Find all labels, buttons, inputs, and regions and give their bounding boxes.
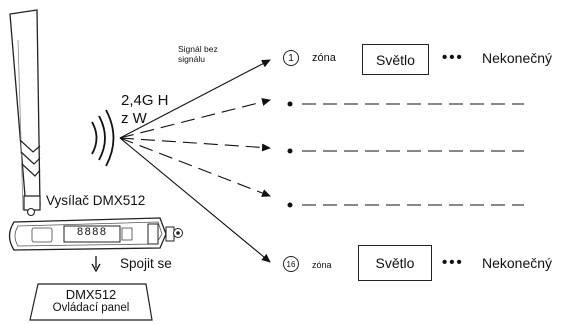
ellipsis-dots: ••• [442, 254, 464, 271]
zone-number-badge: 16 [283, 256, 299, 272]
panel-title: DMX512 [65, 287, 117, 302]
panel-subtitle: Ovládací panel [52, 302, 130, 314]
signal-lines [119, 59, 271, 263]
light-box: Světlo [362, 44, 429, 75]
transmitter-label: Vysílač DMX512 [46, 193, 146, 208]
endless-label: Nekonečný [482, 50, 553, 66]
signal-label: Signál bez signálu [178, 44, 218, 64]
zone-label: zóna [312, 52, 336, 64]
ellipsis-dots: ••• [442, 49, 464, 66]
zone-label: zóna [312, 260, 332, 270]
transmitter-device [8, 217, 183, 251]
zone-number: 1 [288, 52, 294, 64]
control-panel-shape [29, 283, 153, 321]
intermediate-zones [287, 101, 524, 208]
antenna-icon [9, 9, 41, 217]
arrow-down-icon [91, 256, 101, 273]
endless-label: Nekonečný [482, 255, 553, 271]
zone-number-badge: 1 [283, 50, 299, 66]
zone-number: 16 [286, 259, 296, 269]
control-panel: DMX512 Ovládací panel [30, 284, 152, 320]
transmitter-screen: 8888 [76, 227, 108, 239]
light-label: Světlo [375, 255, 415, 271]
connect-label: Spojit se [120, 256, 172, 271]
frequency-label: 2,4G H z W [121, 92, 169, 127]
light-label: Světlo [376, 51, 415, 68]
wireless-waves-icon [91, 109, 115, 167]
light-box: Světlo [358, 245, 432, 281]
